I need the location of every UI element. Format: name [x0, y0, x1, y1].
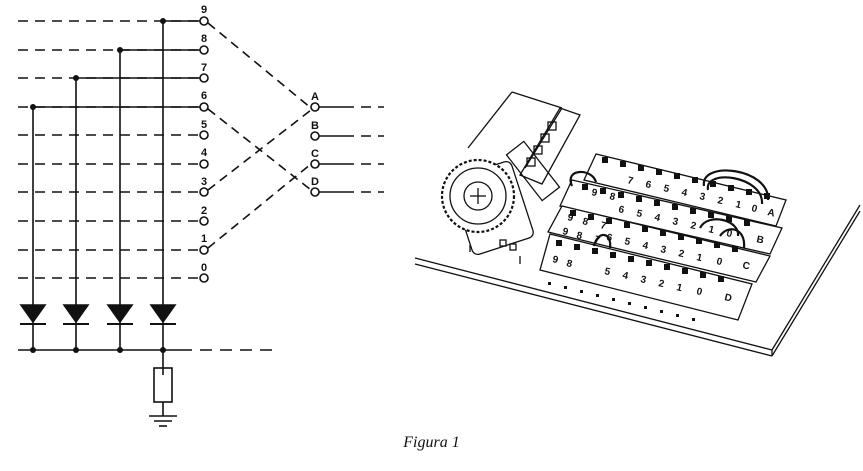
segment-output-lines [319, 106, 384, 193]
board-pin-r3-8: 8 [575, 230, 583, 242]
breadboard-illustration [414, 91, 861, 357]
board-pin-r1-4: 4 [680, 187, 688, 199]
diode-matrix-schematic [18, 16, 384, 427]
board-pin-r1-3: 3 [698, 191, 706, 203]
vertical-buses [32, 21, 164, 375]
segment-labels: A B C D [311, 91, 319, 188]
board-pin-r2-7: 7 [599, 220, 607, 232]
board-pin-r2-b: B [755, 234, 765, 246]
board-pin-r2-5: 5 [635, 208, 643, 220]
board-pin-r3-4: 4 [641, 240, 649, 252]
board-pin-r1-8: 8 [608, 191, 616, 203]
socket-row-2 [559, 179, 783, 255]
segment-label-a: A [311, 91, 319, 103]
figure-caption: Figura 1 [403, 434, 460, 451]
board-pin-r1-5: 5 [662, 183, 670, 195]
board-pin-r4-1: 1 [675, 282, 683, 294]
digit-label-5: 5 [201, 119, 207, 131]
board-pin-r2-1: 1 [707, 224, 715, 236]
digit-terminals [199, 16, 209, 283]
board-pin-labels-row-2: 9 8 7 6 5 4 3 2 1 0 B [566, 204, 765, 246]
digit-label-2: 2 [201, 205, 207, 217]
board-pin-r1-a: A [766, 207, 776, 219]
digit-label-6: 6 [201, 90, 207, 102]
board-pin-r4-3: 3 [639, 274, 647, 286]
board-pin-r4-5: 5 [603, 266, 611, 278]
base-board [414, 204, 861, 357]
board-pin-r2-3: 3 [671, 216, 679, 228]
board-pin-r3-1: 1 [695, 252, 703, 264]
crossover-links [207, 22, 312, 249]
board-pin-r1-2: 2 [716, 195, 724, 207]
board-pin-r3-9: 9 [561, 226, 569, 238]
digit-label-0: 0 [201, 262, 207, 274]
segment-label-c: C [311, 148, 319, 160]
board-holes [548, 282, 695, 321]
board-pin-r2-0: 0 [725, 228, 733, 240]
segment-label-d: D [311, 176, 319, 188]
diode-2 [62, 304, 90, 325]
diode-4 [149, 304, 177, 325]
board-pin-r4-d: D [723, 292, 733, 304]
digit-label-4: 4 [201, 147, 208, 159]
board-pin-r4-0: 0 [695, 286, 703, 298]
jumper-wires [569, 169, 770, 249]
junction-dots [30, 18, 166, 353]
board-pin-r4-2: 2 [657, 278, 665, 290]
resistor-strip [519, 107, 581, 185]
digit-label-9: 9 [201, 4, 207, 16]
board-pin-r3-7: 7 [593, 234, 601, 246]
digit-label-1: 1 [201, 233, 207, 245]
board-pin-r1-1: 1 [734, 199, 742, 211]
board-pin-r2-6: 6 [617, 204, 625, 216]
row-wires [18, 20, 200, 279]
board-pin-r2-8: 8 [581, 216, 589, 228]
board-pin-r1-0: 0 [750, 203, 758, 215]
board-pin-r3-0: 0 [715, 256, 723, 268]
row-solid-segments [33, 20, 200, 108]
board-pin-r1-7: 7 [626, 175, 634, 187]
board-pin-r4-8: 8 [565, 258, 573, 270]
socket-row-3 [547, 205, 771, 283]
board-pin-r2-9: 9 [566, 212, 574, 224]
diode-1 [19, 304, 47, 325]
board-pin-r1-6: 6 [644, 179, 652, 191]
board-pin-labels-row-3: 9 8 7 6 5 4 3 2 1 0 C [561, 226, 751, 272]
rotary-switch-icon [440, 158, 534, 264]
segment-label-b: B [311, 120, 319, 132]
board-pin-r3-2: 2 [677, 248, 685, 260]
board-pin-r4-4: 4 [621, 270, 629, 282]
board-pin-r3-6: 6 [605, 232, 613, 244]
digit-label-8: 8 [201, 33, 207, 45]
board-pin-r2-2: 2 [689, 220, 697, 232]
board-pin-r3-3: 3 [659, 244, 667, 256]
diode-3 [106, 304, 134, 325]
board-pin-labels-row-4: 9 8 5 4 3 2 1 0 D [551, 254, 733, 304]
board-pin-r2-4: 4 [653, 212, 661, 224]
digit-label-3: 3 [201, 176, 207, 188]
digit-labels: 9 8 7 6 5 4 3 2 1 0 [201, 4, 208, 274]
ground-icon [149, 415, 177, 427]
board-pin-labels-row-1: 9 8 7 6 5 4 3 2 1 0 A [590, 175, 776, 219]
diodes [19, 304, 177, 325]
board-pin-r3-5: 5 [623, 236, 631, 248]
segment-terminals [310, 102, 320, 197]
digit-label-7: 7 [201, 62, 207, 74]
board-pin-r1-9: 9 [590, 187, 598, 199]
board-pin-r3-c: C [741, 260, 751, 272]
board-pin-r4-9: 9 [551, 254, 559, 266]
socket-row-4 [539, 233, 753, 321]
